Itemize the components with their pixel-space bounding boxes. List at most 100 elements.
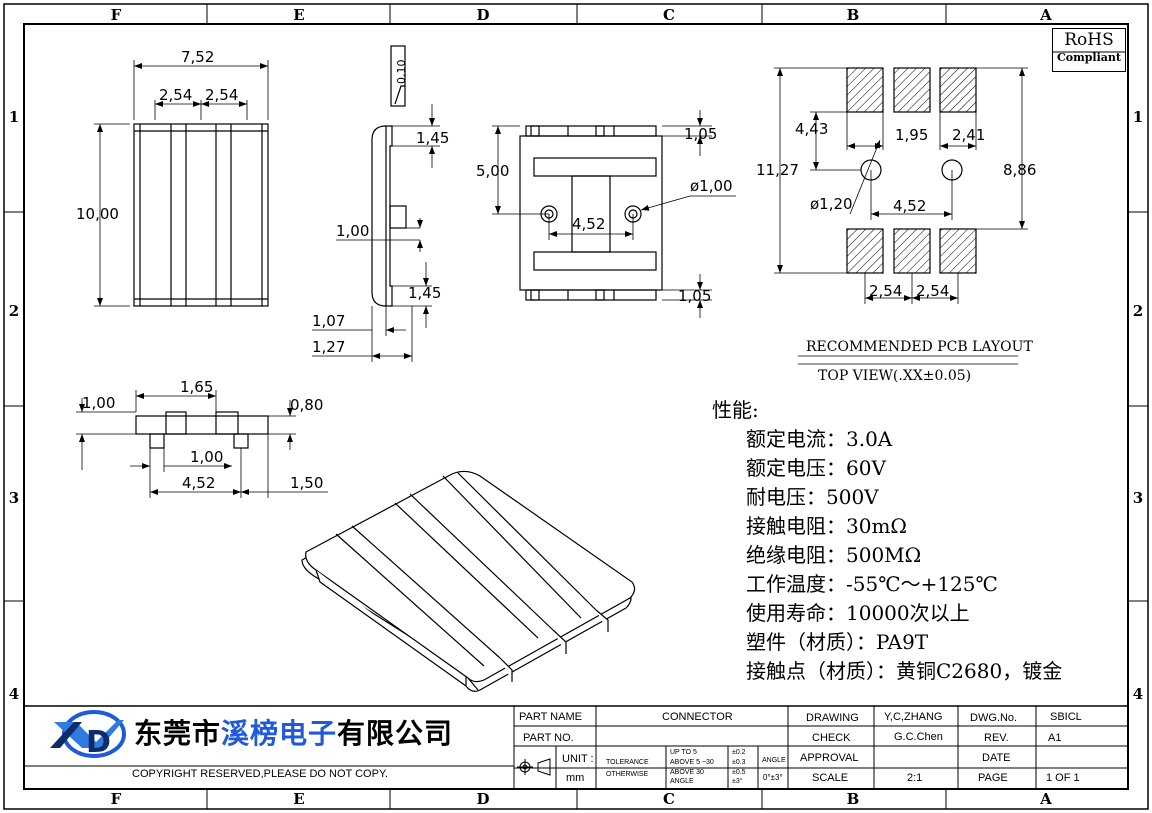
tolerance-label: OTHERWISE — [606, 771, 649, 778]
company-name-brand: 溪榜电子 — [221, 717, 338, 750]
check-label: CHECK — [812, 732, 851, 744]
col-label: B — [847, 6, 860, 24]
dim-side-a: 1,45 — [416, 129, 449, 147]
dim-pcb-a: 4,43 — [795, 120, 828, 138]
frame-labels: F E D C B A F E D C B A 1 2 3 4 1 2 3 4 — [9, 6, 1143, 808]
dim-width: 7,52 — [181, 48, 214, 66]
rev-label: REV. — [984, 732, 1009, 744]
spec-heading: 性能: — [712, 398, 759, 422]
isometric-view — [301, 470, 636, 692]
dim-pcb-c: 2,41 — [952, 126, 985, 144]
date-label: DATE — [982, 752, 1011, 764]
spec-item: 绝缘电阻：500MΩ — [746, 543, 922, 567]
row-label: 2 — [9, 302, 19, 320]
drawing-frame — [3, 3, 1149, 810]
dim-pcb-hole: ø1,20 — [810, 195, 853, 213]
tolerance-value: ±3° — [732, 777, 743, 785]
dim-height: 10,00 — [76, 205, 119, 223]
col-label: F — [111, 6, 122, 24]
company-logo: D — [50, 710, 126, 760]
col-label: C — [663, 6, 675, 24]
bottom-view-dims: 1,05 5,00 ø1,00 4,52 1,05 — [476, 125, 733, 305]
row-label: 1 — [9, 108, 19, 126]
tolerance-label: TOLERANCE — [606, 759, 649, 766]
dim-bottom-hole: ø1,00 — [690, 177, 733, 195]
pcb-layout-view — [774, 67, 1028, 365]
rohs-badge: RoHS Compliant — [1052, 28, 1126, 72]
col-label: F — [111, 790, 122, 808]
tolerance-row: UP TO 5 — [670, 749, 697, 756]
copyright-notice: COPYRIGHT RESERVED,PLEASE DO NOT COPY. — [132, 768, 388, 780]
dim-lower-a: 1,00 — [82, 394, 115, 412]
col-label: E — [293, 790, 304, 808]
drawing-value: Y,C,ZHANG — [884, 711, 942, 723]
dim-side-c: 1,45 — [408, 284, 441, 302]
title-block-text: PART NAME CONNECTOR PART NO. UNIT : mm T… — [519, 711, 1082, 785]
dim-lower-e: 4,52 — [182, 474, 215, 492]
tolerance-value: ±0.3 — [732, 759, 746, 766]
row-label: 3 — [9, 489, 19, 507]
company-name-part: 东莞市 — [134, 717, 222, 750]
dim-pitch: 2,54 — [159, 86, 192, 104]
drawing-label: DRAWING — [806, 712, 859, 724]
dim-bottom-b: 1,05 — [678, 287, 711, 305]
check-value: G.C.Chen — [894, 731, 943, 743]
dim-pcb-p2: 2,54 — [916, 282, 949, 300]
spec-item: 额定电压：60V — [746, 456, 886, 480]
dim-side-e: 1,27 — [312, 338, 345, 356]
angle-label: ANGLE — [762, 757, 786, 764]
dim-pcb-pitch: 4,52 — [893, 197, 926, 215]
col-label: E — [293, 6, 304, 24]
dim-pitch: 2,54 — [205, 86, 238, 104]
dim-bottom-h: 5,00 — [476, 162, 509, 180]
col-label: C — [663, 790, 675, 808]
tolerance-row: ABOVE 30 — [670, 769, 704, 776]
rohs-subtitle: Compliant — [1057, 51, 1121, 64]
row-label: 3 — [1133, 489, 1143, 507]
dim-bottom-a: 1,05 — [684, 125, 717, 143]
dim-pcb-b: 1,95 — [895, 126, 928, 144]
spec-list: 性能: 额定电流：3.0A 额定电压：60V 耐电压：500V 接触电阻：30m… — [712, 396, 1062, 686]
lower-view — [76, 390, 328, 498]
dim-pcb-p1: 2,54 — [869, 282, 902, 300]
title-block — [24, 705, 1128, 789]
col-label: B — [847, 790, 860, 808]
front-view — [94, 60, 269, 307]
spec-item: 额定电流：3.0A — [746, 427, 893, 451]
dim-lower-d: 1,00 — [190, 448, 223, 466]
approval-label: APPROVAL — [800, 752, 859, 764]
company-name: 东莞市溪榜电子有限公司 — [134, 712, 453, 752]
side-view — [312, 45, 440, 362]
part-name-label: PART NAME — [519, 711, 582, 723]
part-name-value: CONNECTOR — [662, 711, 733, 723]
dwg-value: SBICL — [1050, 711, 1082, 723]
row-label: 2 — [1133, 302, 1143, 320]
dim-thickness: 0,10 — [395, 60, 408, 85]
part-no-label: PART NO. — [523, 732, 574, 744]
front-view-dims: 7,52 2,54 2,54 10,00 — [76, 48, 238, 223]
tolerance-value: ±0.2 — [732, 749, 746, 756]
unit-label: UNIT : — [562, 753, 594, 765]
svg-text:D: D — [86, 725, 111, 760]
spec-item: 耐电压：500V — [746, 485, 879, 509]
dim-lower-c: 0,80 — [290, 396, 323, 414]
rohs-title: RoHS — [1064, 30, 1114, 50]
dim-pcb-total: 11,27 — [756, 161, 799, 179]
dim-side-d: 1,07 — [312, 312, 345, 330]
row-label: 4 — [9, 685, 19, 703]
scale-label: SCALE — [812, 772, 848, 784]
dim-lower-f: 1,50 — [290, 474, 323, 492]
dim-side-b: 1,00 — [336, 222, 369, 240]
pcb-layout-title: RECOMMENDED PCB LAYOUT — [806, 339, 1033, 355]
tolerance-row: ANGLE — [670, 778, 694, 785]
lower-view-dims: 1,00 1,65 0,80 1,00 4,52 1,50 — [82, 378, 323, 492]
pcb-layout-subtitle: TOP VIEW(.XX±0.05) — [818, 368, 971, 384]
row-label: 4 — [1133, 685, 1143, 703]
dim-pcb-inner: 8,86 — [1003, 161, 1036, 179]
col-label: A — [1039, 6, 1052, 24]
angle-value: 0°±3° — [763, 773, 783, 782]
pcb-layout-dims: 4,43 1,95 2,41 11,27 8,86 ø1,20 4,52 2,5… — [756, 120, 1036, 384]
dim-bottom-pitch: 4,52 — [572, 215, 605, 233]
spec-item: 塑件（材质）：PA9T — [746, 630, 929, 654]
